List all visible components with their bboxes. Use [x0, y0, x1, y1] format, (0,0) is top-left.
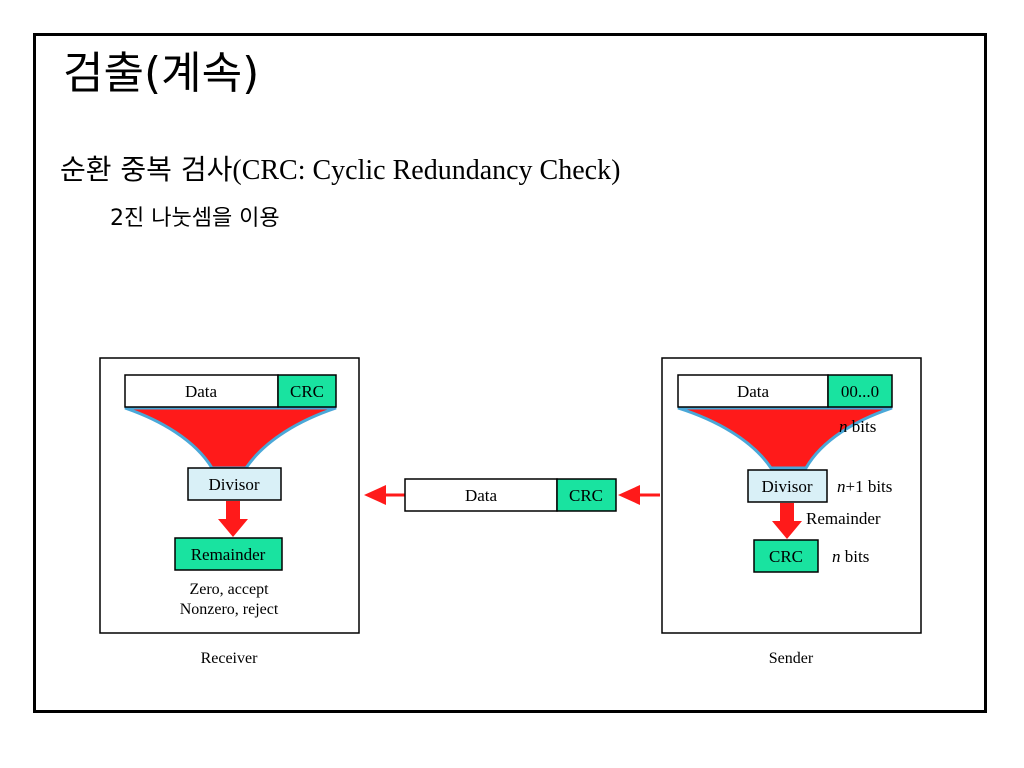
receiver-divisor-box: [187, 467, 282, 501]
sender-divisor-label: Divisor: [762, 477, 813, 496]
bullet-crc-korean: 순환 중복 검사: [60, 153, 233, 186]
slide-title: 검출(계속): [63, 48, 260, 99]
receiver-divisor-label: Divisor: [209, 475, 260, 494]
transmission-arrow-from-sender-head: [618, 485, 640, 505]
sender-caption: Sender: [769, 650, 814, 667]
slide-frame: [33, 33, 987, 713]
bullet-crc: 순환 중복 검사(CRC: Cyclic Redundancy Check): [60, 148, 620, 188]
transmission-crc-cell: [556, 478, 617, 512]
sender-n-bits-text: bits: [848, 417, 877, 436]
sender-crc-label: CRC: [769, 547, 803, 566]
receiver-data-label: Data: [185, 382, 218, 401]
receiver-down-arrow: [218, 501, 248, 537]
receiver-crc-label: CRC: [290, 382, 324, 401]
sender-divisor-box: [747, 469, 828, 503]
sender-n1-bits-italic: n: [837, 477, 846, 496]
sender-crc-bits-text: bits: [841, 547, 870, 566]
sender-n-bits-italic: n: [839, 417, 848, 436]
transmission-crc-label: CRC: [569, 486, 603, 505]
receiver-crc-cell: [277, 374, 337, 408]
receiver-caption: Receiver: [201, 650, 259, 667]
sender-crc-bits-italic: n: [832, 547, 841, 566]
sender-data-label: Data: [737, 382, 770, 401]
sender-data-cell: [677, 374, 829, 408]
sender-crc-bits-label: n bits: [832, 547, 869, 566]
transmission-data-label: Data: [465, 486, 498, 505]
sender-n1-bits-label: n+1 bits: [837, 477, 892, 496]
receiver-remainder-box: [174, 537, 283, 571]
bullet-binary-division: 2진 나눗셈을 이용: [110, 206, 280, 231]
bullet-crc-english: (CRC: Cyclic Redundancy Check): [232, 155, 621, 186]
sender-crc-box: [753, 539, 819, 573]
sender-n1-bits-text: +1 bits: [846, 477, 893, 496]
sender-zeros-cell: [827, 374, 893, 408]
sender-funnel-arrow: [677, 406, 893, 470]
sender-n-bits-label: n bits: [839, 417, 876, 436]
sender-remainder-label: Remainder: [806, 509, 881, 528]
receiver-result-zero: Zero, accept: [189, 581, 269, 598]
sender-zeros-label: 00...0: [841, 382, 879, 401]
receiver-remainder-label: Remainder: [191, 545, 266, 564]
transmission-arrow-to-receiver-head: [364, 485, 386, 505]
receiver-result-nonzero: Nonzero, reject: [180, 601, 279, 618]
transmission-data-cell: [404, 478, 558, 512]
sender-down-arrow: [772, 503, 802, 539]
